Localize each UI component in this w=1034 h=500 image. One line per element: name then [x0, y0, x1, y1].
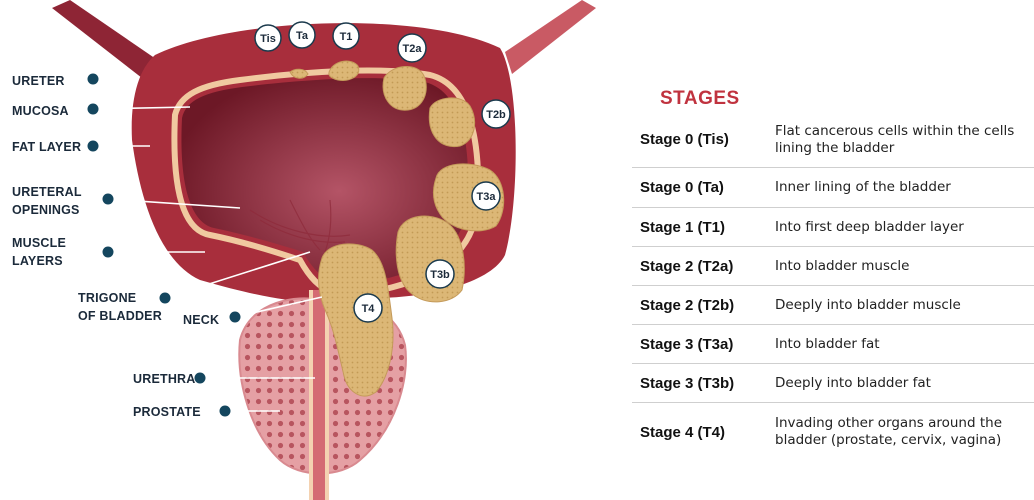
marker-t3b: T3b [426, 260, 454, 288]
stage-row: Stage 4 (T4) Invading other organs aroun… [632, 403, 1034, 461]
stage-name: Stage 2 (T2a) [632, 258, 775, 275]
label-muscle-layers: MUSCLE LAYERS [12, 234, 66, 270]
marker-t3b-text: T3b [430, 269, 450, 281]
label-prostate: PROSTATE [133, 403, 201, 421]
label-trigone-line2: OF BLADDER [78, 307, 162, 325]
marker-t2b-text: T2b [486, 109, 506, 121]
marker-t3a: T3a [472, 182, 500, 210]
label-ureter-text: URETER [12, 72, 65, 90]
stage-description: Into bladder fat [775, 336, 1034, 353]
stage-name: Stage 1 (T1) [632, 219, 775, 236]
stage-row: Stage 0 (Ta) Inner lining of the bladder [632, 168, 1034, 208]
stage-description: Flat cancerous cells within the cells li… [775, 123, 1034, 157]
label-trigone-line1: TRIGONE [78, 289, 162, 307]
stage-name: Stage 3 (T3a) [632, 336, 775, 353]
marker-t4-text: T4 [362, 303, 376, 315]
stage-description: Deeply into bladder fat [775, 375, 1034, 392]
label-muscle-layers-line1: MUSCLE [12, 234, 66, 252]
stage-name: Stage 0 (Tis) [632, 131, 775, 148]
marker-ta-text: Ta [296, 30, 309, 42]
label-fat-layer: FAT LAYER [12, 138, 81, 156]
marker-t2b: T2b [482, 100, 510, 128]
marker-tis: Tis [255, 25, 281, 51]
stage-name: Stage 4 (T4) [632, 424, 775, 441]
label-mucosa: MUCOSA [12, 102, 69, 120]
label-muscle-layers-line2: LAYERS [12, 252, 66, 270]
label-ureteral-openings: URETERAL OPENINGS [12, 183, 82, 219]
marker-t2a: T2a [398, 34, 426, 62]
marker-t4: T4 [354, 294, 382, 322]
stage-description: Into first deep bladder layer [775, 219, 1034, 236]
right-ureter [505, 0, 596, 74]
stages-title: STAGES [660, 88, 740, 110]
stage-name: Stage 0 (Ta) [632, 179, 775, 196]
stage-description: Invading other organs around the bladder… [775, 415, 1034, 449]
stage-name: Stage 2 (T2b) [632, 297, 775, 314]
marker-tis-text: Tis [260, 33, 276, 45]
stage-row: Stage 0 (Tis) Flat cancerous cells withi… [632, 112, 1034, 168]
bladder-cancer-staging-diagram: Tis Ta T1 T2a T2b T3a T3b T4 [0, 0, 620, 500]
label-trigone: TRIGONE OF BLADDER [78, 289, 162, 325]
stage-row: Stage 3 (T3b) Deeply into bladder fat [632, 364, 1034, 403]
stage-name: Stage 3 (T3b) [632, 375, 775, 392]
stage-row: Stage 1 (T1) Into first deep bladder lay… [632, 208, 1034, 247]
stage-row: Stage 3 (T3a) Into bladder fat [632, 325, 1034, 364]
label-neck-text: NECK [183, 311, 219, 329]
label-neck: NECK [183, 311, 219, 329]
label-fat-layer-text: FAT LAYER [12, 138, 81, 156]
label-ureteral-openings-line1: URETERAL [12, 183, 82, 201]
stage-row: Stage 2 (T2a) Into bladder muscle [632, 247, 1034, 286]
label-urethra-text: URETHRA [133, 370, 196, 388]
marker-t1-text: T1 [340, 31, 353, 43]
marker-ta: Ta [289, 22, 315, 48]
stages-table: Stage 0 (Tis) Flat cancerous cells withi… [632, 112, 1034, 461]
tumor-t2a [383, 66, 426, 110]
label-prostate-text: PROSTATE [133, 403, 201, 421]
stage-description: Inner lining of the bladder [775, 179, 1034, 196]
label-ureter: URETER [12, 72, 65, 90]
marker-t2a-text: T2a [403, 43, 423, 55]
stage-description: Deeply into bladder muscle [775, 297, 1034, 314]
marker-t3a-text: T3a [477, 191, 497, 203]
stage-row: Stage 2 (T2b) Deeply into bladder muscle [632, 286, 1034, 325]
label-urethra: URETHRA [133, 370, 196, 388]
tumor-t3b [396, 216, 464, 302]
stage-description: Into bladder muscle [775, 258, 1034, 275]
marker-t1: T1 [333, 23, 359, 49]
label-mucosa-text: MUCOSA [12, 102, 69, 120]
label-ureteral-openings-line2: OPENINGS [12, 201, 82, 219]
